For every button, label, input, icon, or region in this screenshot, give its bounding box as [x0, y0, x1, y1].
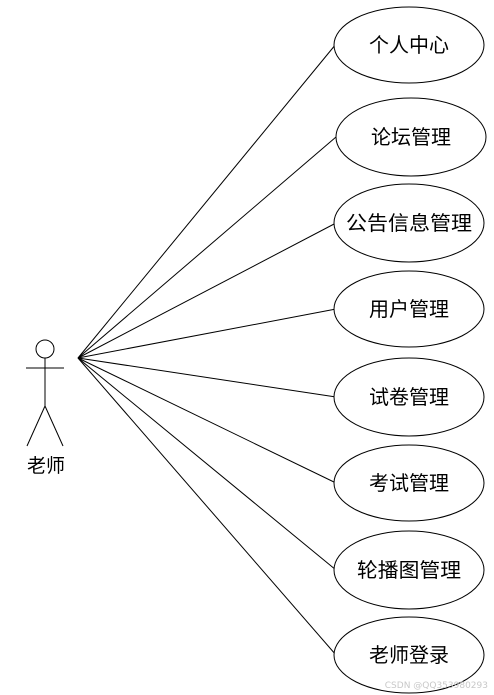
use-case-ellipse	[333, 6, 485, 84]
association-line	[77, 357, 337, 484]
use-case-announcement: 公告信息管理	[333, 183, 485, 263]
use-case-teacher-login: 老师登录	[333, 616, 485, 694]
use-case-ellipse	[333, 270, 485, 348]
association-line	[77, 43, 337, 359]
association-line	[77, 136, 337, 359]
association-line	[77, 222, 337, 359]
association-line	[77, 308, 337, 359]
use-case-get-center: 个人中心	[333, 6, 485, 84]
use-case-ellipse	[333, 530, 485, 610]
use-case-label: 论坛管理	[371, 125, 451, 149]
use-case-user: 用户管理	[333, 270, 485, 348]
actor-label: 老师	[27, 455, 65, 477]
association-lines	[77, 43, 337, 656]
association-line	[77, 357, 337, 571]
use-case-label: 考试管理	[369, 471, 449, 495]
use-case-ellipse	[333, 183, 485, 263]
actor-teacher: 老师	[26, 339, 65, 477]
watermark: CSDN @QQ353980293	[384, 681, 488, 691]
use-case-exam-paper: 试卷管理	[333, 357, 485, 437]
association-line	[77, 357, 337, 398]
use-case-ellipse	[333, 357, 485, 437]
use-case-ellipse	[335, 97, 487, 177]
use-case-ellipse	[333, 616, 485, 694]
use-case-label: 公告信息管理	[346, 211, 472, 235]
actor-left-leg	[26, 405, 46, 447]
actor-right-leg	[44, 405, 64, 447]
use-case-label: 个人中心	[369, 33, 449, 57]
use-case-exam: 考试管理	[333, 444, 485, 522]
actor-head	[35, 339, 55, 359]
use-case-label: 老师登录	[369, 643, 449, 667]
use-case-carousel: 轮播图管理	[333, 530, 485, 610]
association-line	[77, 357, 337, 656]
use-case-label: 用户管理	[369, 297, 449, 321]
use-case-label: 轮播图管理	[357, 558, 461, 582]
use-case-label: 试卷管理	[369, 385, 449, 409]
use-case-forum: 论坛管理	[335, 97, 487, 177]
use-case-ellipse	[333, 444, 485, 522]
